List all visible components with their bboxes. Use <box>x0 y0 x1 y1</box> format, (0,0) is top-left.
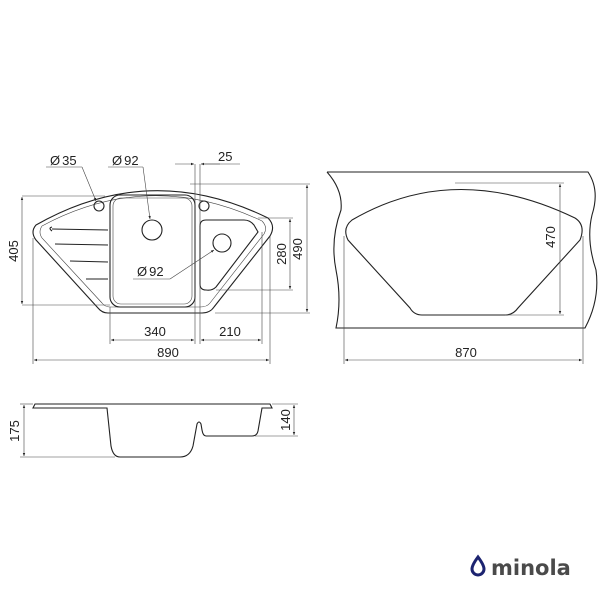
cutout-view: 470 870 <box>326 171 598 364</box>
main-bowl-height-label: 175 <box>7 420 22 442</box>
water-drop-icon <box>470 554 486 577</box>
side-view: 175 140 <box>7 403 298 458</box>
total-width-label: 890 <box>157 345 179 360</box>
main-bowl-inner <box>112 197 193 305</box>
depth-total-label: 490 <box>290 238 305 260</box>
cutout-dimension-lines <box>343 182 584 364</box>
side-dimension-lines <box>20 403 298 458</box>
brand-name: minola <box>491 556 571 580</box>
second-drain <box>212 233 232 253</box>
second-bowl-height-label: 140 <box>278 409 293 431</box>
cutout-shape <box>345 188 583 316</box>
tap-hole-left <box>93 200 105 212</box>
second-bowl <box>199 219 259 291</box>
second-bowl-width-label: 210 <box>219 324 241 339</box>
cutout-depth-label: 470 <box>543 226 558 248</box>
main-drain <box>141 219 163 241</box>
sink-inner-rim <box>39 195 266 308</box>
top-dimension-lines <box>20 162 310 364</box>
offset-label: 25 <box>218 149 232 164</box>
second-bowl-depth-label: 280 <box>274 243 289 265</box>
main-bowl <box>109 194 196 308</box>
sink-outline <box>32 190 274 314</box>
main-bowl-width-label: 340 <box>144 324 166 339</box>
drainer-grooves <box>49 226 109 280</box>
tap-hole-right <box>198 200 210 212</box>
brand-logo: minola <box>470 554 571 580</box>
depth-overall-label: 405 <box>6 240 21 262</box>
countertop-outline <box>326 171 598 329</box>
cutout-width-label: 870 <box>455 345 477 360</box>
side-profile <box>32 403 273 458</box>
